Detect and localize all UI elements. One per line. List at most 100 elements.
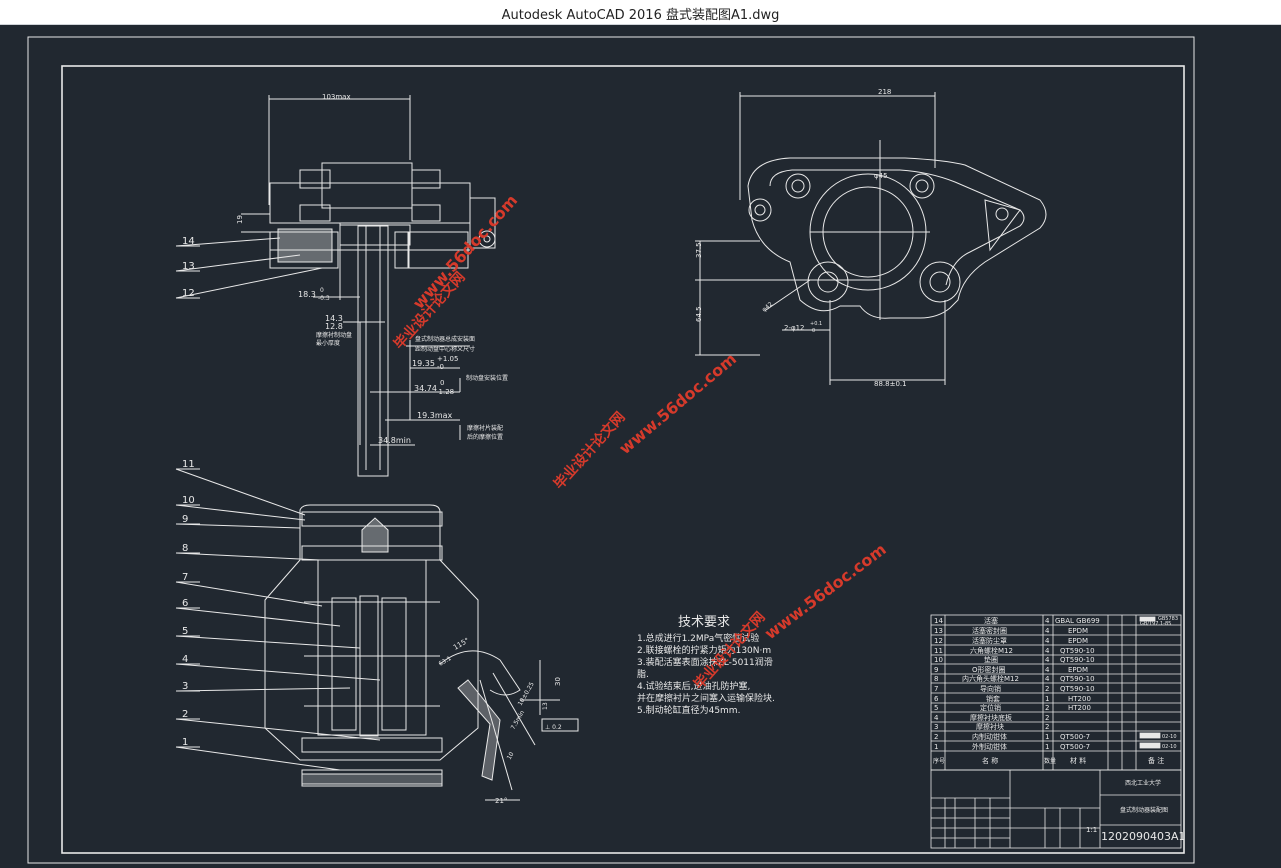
dim-18-3: 18.3 — [298, 290, 316, 299]
bom-name: 活塞 — [984, 616, 998, 625]
bom-material: EPDM — [1068, 627, 1088, 635]
note-mount: 制动盘安装位置 — [466, 374, 508, 382]
dim-phi42: φ42 — [761, 301, 775, 314]
bom-no: 10 — [934, 656, 943, 664]
bom-no: 14 — [934, 617, 943, 625]
bom-no: 4 — [934, 714, 939, 722]
cad-drawing: 103max 19 18.3 0 -0.3 14.3 12.8 摩擦衬制动盘 最… — [27, 36, 1195, 864]
bom-no: 8 — [934, 675, 938, 683]
dim-10: 10 — [506, 751, 516, 761]
window-title: Autodesk AutoCAD 2016 盘式装配图A1.dwg — [501, 8, 780, 23]
bom-table — [930, 614, 1182, 771]
note-wear-line2: 最小厚度 — [316, 339, 340, 347]
bom-qty: 4 — [1045, 666, 1050, 674]
bom-header-material: 材 料 — [1070, 756, 1086, 765]
leader-label-6: 6 — [182, 598, 188, 609]
bom-header-no: 序号 — [933, 757, 945, 765]
bom-name: 摩擦衬块底板 — [970, 713, 1012, 722]
tech-requirements: 技术要求 1.总成进行1.2MPa气密性试验 2.联接螺栓的拧紧力矩为130N·… — [637, 615, 775, 716]
bom-qty: 2 — [1045, 685, 1049, 693]
leader-label-7: 7 — [182, 572, 188, 583]
dim-19-35-tol-lower: -0 — [437, 363, 444, 371]
leader-label-12: 12 — [182, 288, 195, 299]
dim-103max: 103max — [322, 93, 351, 101]
inner-border — [61, 65, 1185, 854]
bom-no: 13 — [934, 627, 943, 635]
leader-label-8: 8 — [182, 543, 188, 554]
dim-phi12-tol-lower: 0 — [812, 328, 815, 334]
bom-material: EPDM — [1068, 637, 1088, 645]
bom-material: QT500-7 — [1060, 733, 1090, 741]
bom-std-b: GB/T97.1-85 — [1140, 621, 1171, 627]
bom-material: QT590-10 — [1060, 675, 1095, 683]
bom-no: 2 — [934, 733, 938, 741]
dim-34-74-tol-upper: 0 — [440, 379, 444, 387]
title-school: 西北工业大学 — [1125, 779, 1161, 787]
bom-name: 导向销 — [980, 684, 1001, 693]
leader-label-3: 3 — [182, 681, 188, 692]
leader-label-9: 9 — [182, 514, 188, 525]
bom-no: 11 — [934, 647, 943, 655]
tech-line-7: 5.制动轮缸直径为45mm. — [637, 704, 740, 716]
bom-qty: 4 — [1045, 637, 1050, 645]
tech-line-1: 1.总成进行1.2MPa气密性试验 — [637, 632, 759, 644]
bom-no: 3 — [934, 723, 938, 731]
dim-30: 30 — [554, 677, 562, 686]
bom-no: 12 — [934, 637, 943, 645]
dim-21deg: 21° — [495, 797, 507, 805]
dim-18-3-tol-lower: -0.3 — [318, 295, 330, 302]
dim-13: 13 — [542, 702, 549, 710]
dim-2-phi12: 2-φ12 — [784, 324, 805, 332]
bom-qty: 4 — [1045, 656, 1050, 664]
drawing-canvas[interactable]: 103max 19 18.3 0 -0.3 14.3 12.8 摩擦衬制动盘 最… — [0, 25, 1281, 868]
bom-no: 6 — [934, 695, 939, 703]
bom-name: 六角螺栓M12 — [970, 646, 1013, 655]
front-view — [695, 92, 1047, 385]
bom-std-c: 02-10 — [1162, 734, 1177, 740]
bom-qty: 4 — [1045, 627, 1050, 635]
bom-header-name: 名 称 — [982, 756, 998, 765]
bom-material: QT590-10 — [1060, 656, 1095, 664]
tech-title: 技术要求 — [678, 615, 730, 630]
bom-name: 内六角头螺栓M12 — [962, 674, 1019, 683]
dim-19-35-tol-upper: +1.05 — [437, 355, 458, 363]
note-pad-line2: 后的摩擦位置 — [467, 433, 503, 441]
bom-material: HT200 — [1068, 704, 1091, 712]
bom-qty: 2 — [1045, 723, 1049, 731]
dim-phi45: φ45 — [874, 172, 888, 180]
dim-10-0-25: 10±0.25 — [517, 681, 536, 707]
dim-19: 19 — [236, 215, 244, 224]
note-wear-line1: 摩擦衬制动盘 — [316, 331, 352, 339]
bom-qty: 1 — [1045, 695, 1049, 703]
bom-no: 9 — [934, 666, 938, 674]
bom-name: O形密封圈 — [972, 665, 1006, 674]
bom-material: QT590-10 — [1060, 685, 1095, 693]
bom-name: 活塞防尘罩 — [972, 636, 1007, 645]
bom-qty: 2 — [1045, 704, 1049, 712]
bom-name: 活塞密封圈 — [972, 626, 1007, 635]
bom-qty: 1 — [1045, 743, 1049, 751]
title-drawing-name: 盘式制动器装配图 — [1120, 806, 1168, 814]
dim-218: 218 — [878, 88, 891, 96]
bom-name: 垫圈 — [984, 655, 998, 664]
dim-34-74: 34.74 — [414, 384, 437, 393]
dim-88-8: 88.8±0.1 — [874, 380, 907, 388]
bom-qty: 2 — [1045, 714, 1049, 722]
bom-no: 5 — [934, 704, 938, 712]
bom-qty: 4 — [1045, 647, 1050, 655]
tech-line-4: 脂. — [637, 668, 649, 680]
tech-line-3: 3.装配活塞表面涂抹ZL-5011润滑 — [637, 656, 773, 668]
bom-no: 1 — [934, 743, 938, 751]
dim-19-3max: 19.3max — [417, 411, 453, 420]
bom-rows: 14 活塞 4 GBAL GB699 13 活塞密封圈 4 EPDM 12 活塞… — [933, 616, 1178, 765]
bom-name: 外制动钳体 — [972, 742, 1007, 751]
dim-12-8: 12.8 — [325, 322, 343, 331]
watermark-site: www.56doc.com — [761, 540, 890, 644]
bom-qty: 1 — [1045, 733, 1049, 741]
bom-qty: 4 — [1045, 675, 1050, 683]
leader-label-2: 2 — [182, 709, 188, 720]
bom-material: QT590-10 — [1060, 647, 1095, 655]
bom-qty: 4 — [1045, 617, 1050, 625]
outer-border — [27, 36, 1195, 864]
note-center-line1: 盘式制动器总成安装面 — [415, 335, 475, 343]
